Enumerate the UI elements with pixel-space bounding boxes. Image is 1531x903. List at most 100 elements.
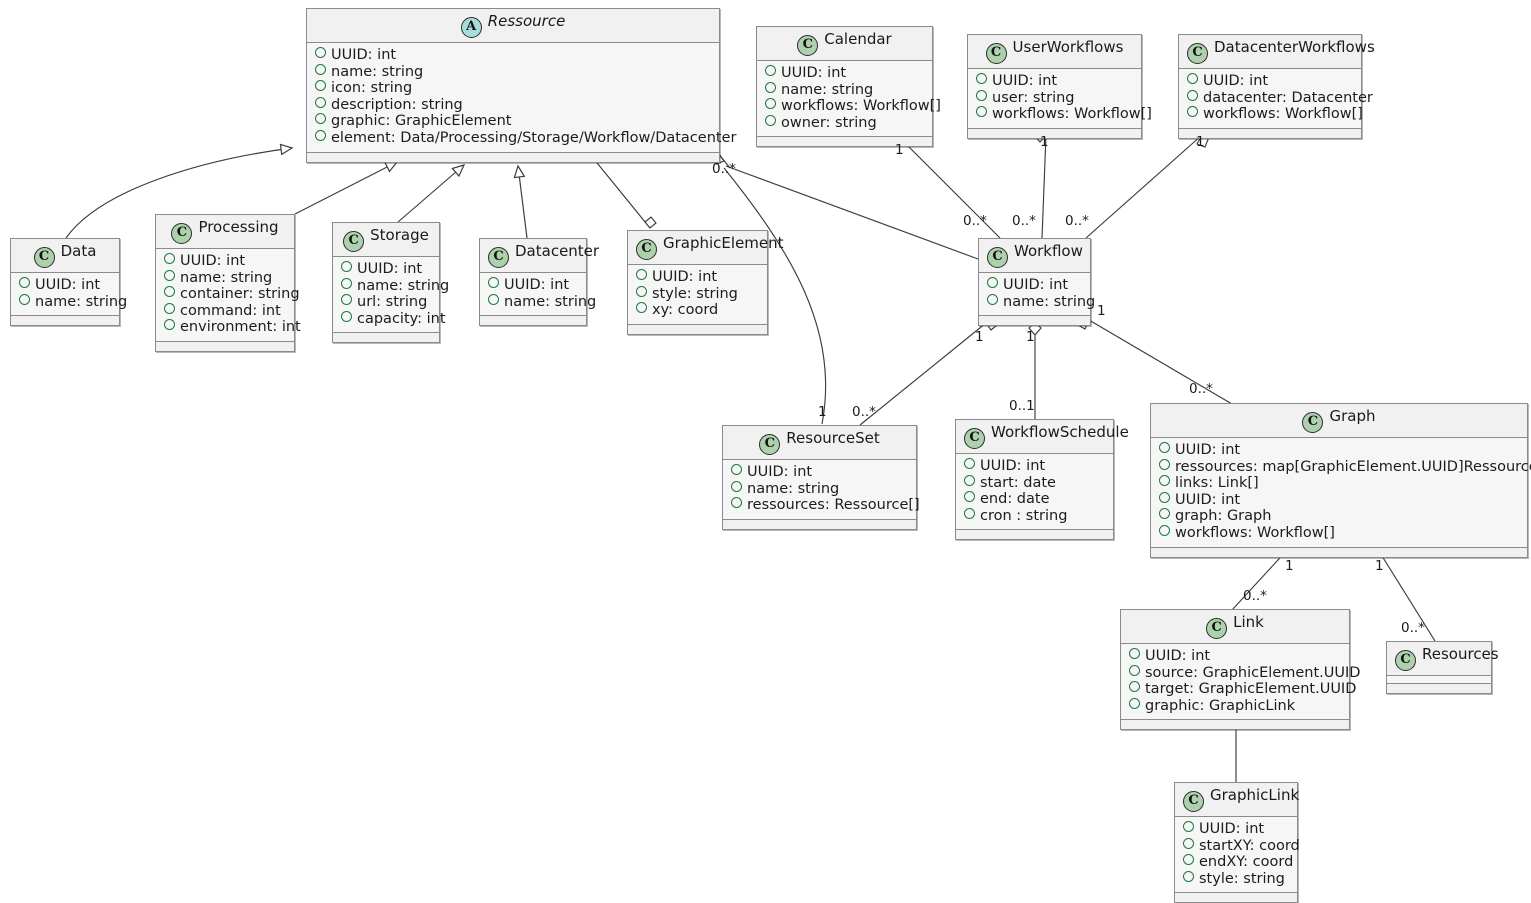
class-name-processing: Processing: [198, 218, 279, 236]
multiplicity-label: 1: [1026, 329, 1035, 345]
edge-storage-to-ressource: [397, 164, 466, 223]
attribute-label: UUID: int: [652, 269, 718, 285]
visibility-public-icon: [1159, 475, 1170, 487]
visibility-public-icon: [765, 98, 776, 110]
attribute-row: UUID: int: [1159, 442, 1519, 459]
class-name-workflow: Workflow: [1014, 242, 1083, 260]
multiplicity-label: 1: [1196, 134, 1205, 150]
attribute-label: workflows: Workflow[]: [1175, 524, 1335, 541]
attribute-row: datacenter: Datacenter: [1187, 89, 1373, 107]
class-methods-graph: [1151, 547, 1527, 557]
attribute-row: environment: int: [164, 319, 301, 336]
class-methods-resources: [1387, 684, 1491, 693]
class-name-graph: Graph: [1329, 407, 1376, 425]
visibility-public-icon: [1159, 458, 1170, 470]
attribute-label: startXY: coord: [1199, 837, 1300, 854]
visibility-public-icon: [964, 474, 975, 486]
attribute-label: UUID: int: [781, 65, 847, 81]
aggregation-diamond-graphicelement: [644, 216, 657, 229]
attribute-label: UUID: int: [357, 261, 423, 277]
attribute-row: cron : string: [964, 507, 1105, 525]
visibility-public-icon: [731, 464, 742, 475]
attribute-label: UUID: int: [35, 277, 101, 293]
attribute-row: container: string: [164, 286, 300, 303]
attribute-label: start: date: [980, 474, 1056, 491]
attribute-row: startXY: coord: [1183, 837, 1300, 855]
attribute-row: graphic: GraphicElement: [315, 113, 711, 130]
visibility-public-icon: [1183, 837, 1194, 849]
visibility-public-icon: [765, 65, 776, 76]
visibility-public-icon: [765, 114, 776, 126]
attribute-row: style: string: [1183, 870, 1289, 888]
visibility-public-icon: [164, 286, 175, 298]
attribute-row: name: string: [164, 269, 286, 287]
attribute-label: capacity: int: [357, 310, 446, 327]
attribute-row: workflows: Workflow[]: [1159, 524, 1519, 542]
multiplicity-label: 0..*: [963, 213, 987, 229]
multiplicity-label: 1: [1285, 558, 1294, 574]
visibility-public-icon: [731, 480, 742, 492]
class-name-ressource: Ressource: [487, 12, 566, 30]
multiplicity-label: 1: [1040, 134, 1049, 150]
attribute-row: UUID: int: [1187, 73, 1353, 90]
attribute-label: UUID: int: [1199, 821, 1265, 837]
attribute-row: UUID: int: [488, 277, 578, 294]
class-name-calendar: Calendar: [824, 30, 892, 48]
attribute-row: ressources: Ressource[]: [731, 497, 920, 514]
class-icon: C: [636, 239, 657, 260]
attribute-row: url: string: [341, 294, 431, 311]
attribute-row: end: date: [964, 491, 1105, 508]
attribute-row: name: string: [488, 293, 596, 311]
visibility-public-icon: [315, 47, 326, 58]
visibility-public-icon: [488, 293, 499, 305]
multiplicity-label: 1: [1375, 558, 1384, 574]
multiplicity-label: 0..*: [712, 161, 736, 177]
attribute-label: command: int: [180, 302, 281, 319]
attribute-label: workflows: Workflow[]: [781, 98, 941, 115]
attribute-label: container: string: [180, 286, 300, 303]
attribute-label: cron : string: [980, 507, 1068, 524]
visibility-public-icon: [1187, 73, 1198, 84]
visibility-public-icon: [1187, 106, 1198, 118]
multiplicity-label: 0..*: [1065, 213, 1089, 229]
visibility-public-icon: [1159, 508, 1170, 520]
class-name-storage: Storage: [370, 226, 429, 244]
attribute-label: style: string: [652, 285, 738, 302]
attribute-label: UUID: int: [504, 277, 570, 293]
attribute-row: UUID: int: [964, 458, 1105, 475]
attribute-label: name: string: [180, 269, 273, 286]
attribute-row: name: string: [341, 277, 449, 295]
visibility-public-icon: [1183, 854, 1194, 866]
class-methods-link: [1121, 720, 1349, 730]
class-methods-userworkflows: [968, 128, 1141, 138]
attribute-label: workflows: Workflow[]: [992, 106, 1152, 123]
attribute-row: name: string: [765, 81, 924, 99]
multiplicity-label: 1: [1097, 303, 1106, 319]
visibility-public-icon: [987, 277, 998, 288]
visibility-public-icon: [636, 285, 647, 297]
attribute-row: capacity: int: [341, 310, 446, 328]
class-icon: C: [33, 247, 55, 268]
